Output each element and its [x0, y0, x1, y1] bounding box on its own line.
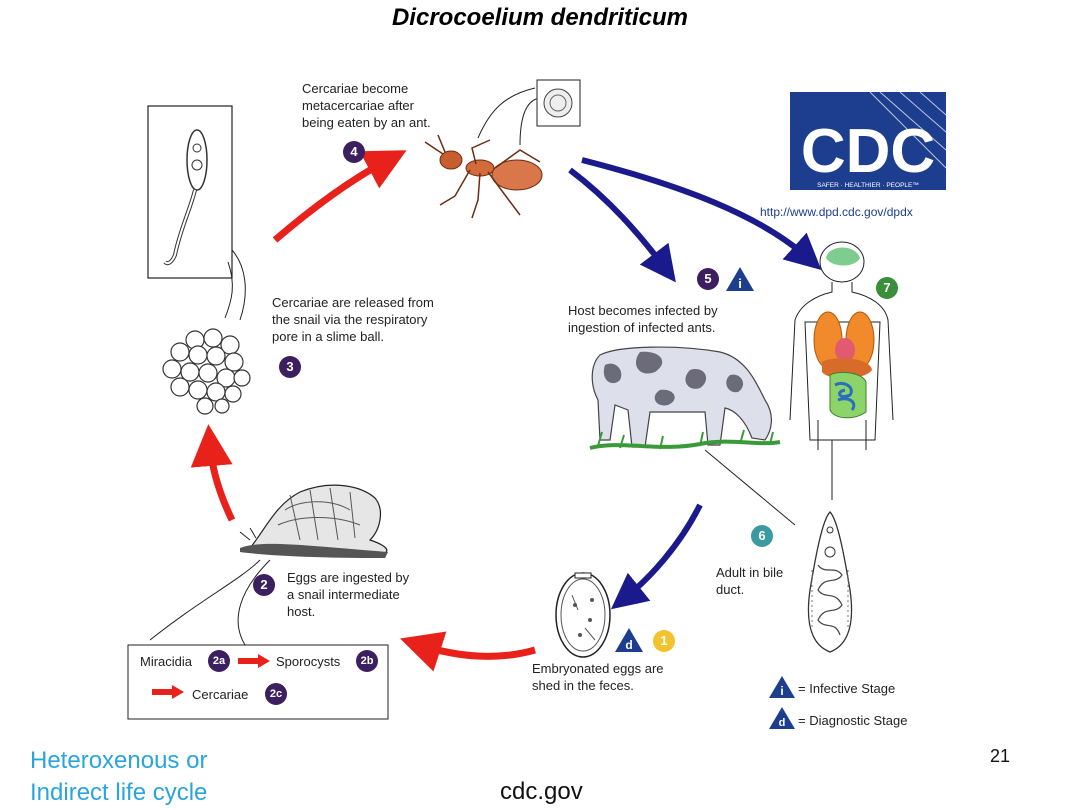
stage-2b-badge: 2b: [356, 650, 378, 672]
human-body-icon: [789, 241, 894, 500]
stage-5-caption: Host becomes infected by ingestion of in…: [568, 303, 718, 335]
stage-4-caption: Cercariae become metacercariae after bei…: [302, 81, 431, 130]
stage-2c-badge: 2c: [265, 683, 287, 705]
ant-icon: [424, 79, 581, 219]
slime-ball-icon: [162, 328, 251, 415]
cdc-tagline: SAFER · HEALTHIER · PEOPLE™: [817, 182, 919, 189]
arrow-3-to-4: [272, 150, 407, 243]
stage-2a-badge: 2a: [208, 650, 230, 672]
arrow-4-to-7: [581, 157, 822, 271]
footer-source: cdc.gov: [500, 778, 583, 805]
snail-stage-box: [127, 644, 389, 720]
cdc-logo: CDC SAFER · HEALTHIER · PEOPLE™: [790, 91, 947, 190]
adult-fluke-icon: [807, 511, 853, 653]
svg-text:i: i: [738, 276, 742, 291]
infective-stage-icon: i: [726, 267, 754, 291]
stage-6-caption: Adult in bile duct.: [716, 565, 784, 597]
arrow-4-to-5: [568, 167, 676, 283]
cercaria-icon: [147, 105, 246, 321]
cow-icon: [589, 346, 796, 526]
legend-diagnostic-label: = Diagnostic Stage: [798, 713, 908, 728]
page-number: 21: [990, 746, 1011, 766]
arrow-miracidia-to-sporocysts: [238, 654, 270, 668]
stage-5-badge: 5: [697, 268, 719, 290]
stage-1-caption: Embryonated eggs are shed in the feces.: [532, 661, 664, 693]
cdc-logo-text: CDC: [801, 117, 935, 186]
miracidia-label: Miracidia: [140, 654, 193, 669]
cdc-url: http://www.dpd.cdc.gov/dpdx: [760, 205, 913, 219]
page-title: Dicrocoelium dendriticum: [391, 4, 689, 31]
stage-1-badge: 1: [653, 630, 675, 652]
stage-3-caption: Cercariae are released from the snail vi…: [272, 295, 434, 344]
legend-infective-label: = Infective Stage: [798, 681, 896, 696]
sporocysts-label: Sporocysts: [276, 654, 341, 669]
svg-text:d: d: [779, 717, 786, 729]
cercariae-label: Cercariae: [192, 687, 249, 702]
arrow-2-to-3: [190, 424, 236, 522]
egg-icon: [555, 572, 611, 658]
arrow-6-to-1: [610, 503, 703, 610]
arrow-to-cercariae: [152, 685, 184, 699]
diagnostic-stage-icon: d: [615, 628, 643, 652]
footer-lifecycle-label: Heteroxenous or Indirect life cycle: [30, 747, 208, 806]
svg-text:d: d: [625, 638, 632, 652]
arrow-1-to-2: [400, 631, 536, 672]
stage-7-badge: 7: [876, 277, 898, 299]
stage-2-caption: Eggs are ingested by a snail intermediat…: [287, 570, 410, 619]
snail-icon: [149, 484, 388, 646]
stage-2-badge: 2: [253, 574, 275, 596]
stage-6-badge: 6: [751, 525, 773, 547]
stage-4-badge: 4: [343, 141, 365, 163]
legend-infective-icon: i: [769, 676, 795, 698]
stage-3-badge: 3: [279, 356, 301, 378]
legend-diagnostic-icon: d: [769, 707, 795, 729]
svg-text:i: i: [780, 684, 783, 698]
